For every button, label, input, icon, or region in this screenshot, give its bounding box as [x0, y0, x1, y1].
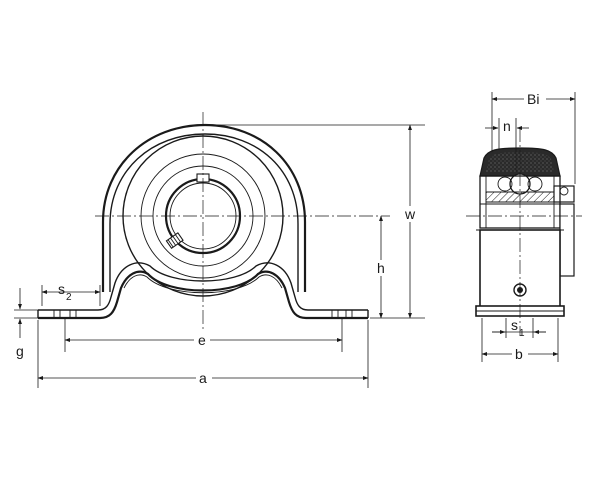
front-view-dimensions: s 2 g e a w h: [14, 124, 425, 388]
label-bi: Bi: [527, 91, 539, 107]
foot-slot-left: [53, 310, 77, 318]
side-view-dimensions: Bi n s 1 b: [481, 90, 576, 362]
front-view: [37, 112, 390, 330]
label-w: w: [404, 206, 416, 222]
label-b: b: [515, 346, 523, 362]
label-n: n: [503, 118, 511, 134]
label-h: h: [377, 260, 385, 276]
side-view: [466, 128, 582, 336]
shaft-extension: [559, 203, 575, 277]
inner-ring-extension: [553, 185, 575, 203]
label-s1: s: [511, 317, 518, 333]
insert-ring-circle: [140, 153, 266, 279]
foot-slot-right: [331, 310, 353, 318]
label-g: g: [16, 343, 24, 359]
base-cradle-inner: [38, 262, 368, 311]
label-s2: s: [58, 281, 65, 297]
housing-shoulder-left: [109, 133, 206, 292]
housing-shoulder-right: [204, 133, 299, 292]
label-e: e: [198, 332, 206, 348]
label-s1-subscript: 1: [519, 328, 525, 339]
housing-outer-contour: [101, 123, 307, 292]
label-s2-subscript: 2: [66, 292, 72, 303]
grub-screw-mark: [165, 232, 184, 250]
label-a: a: [199, 370, 207, 386]
